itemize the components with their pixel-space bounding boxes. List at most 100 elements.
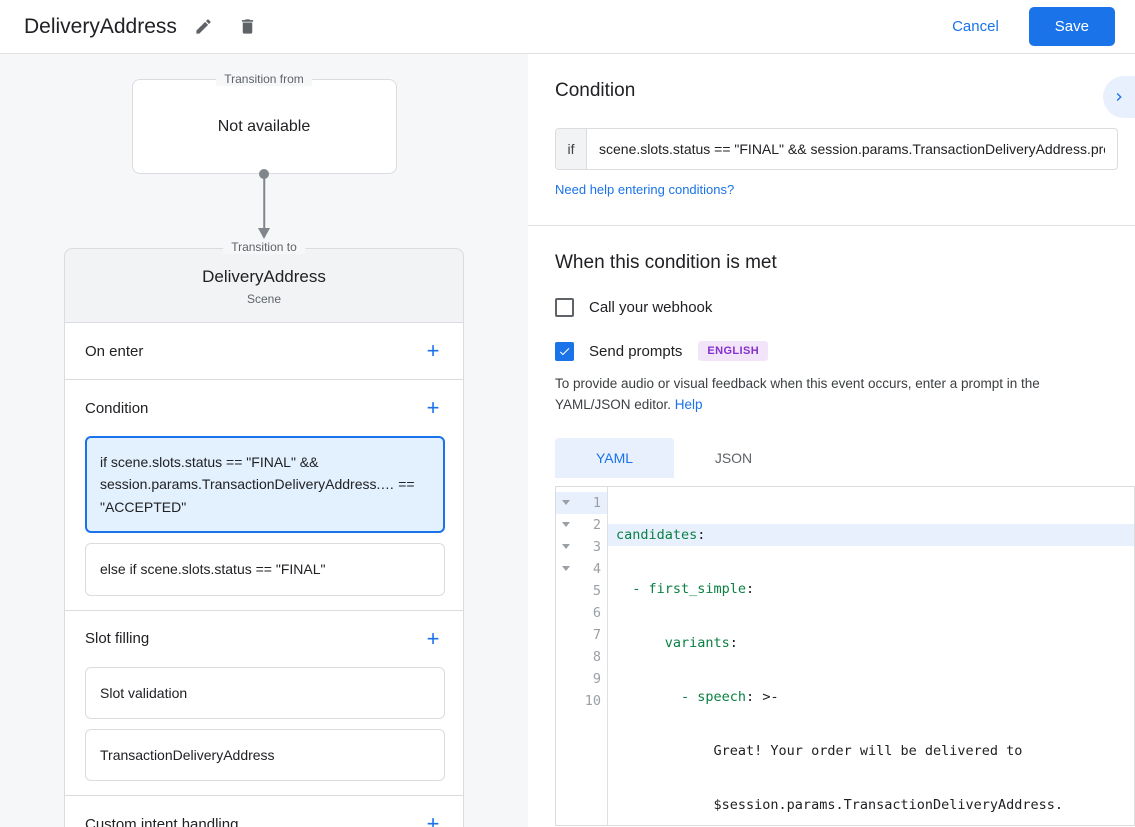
fold-arrow-icon[interactable] xyxy=(562,544,570,550)
transition-to-legend: Transition to xyxy=(223,240,305,254)
gutter-line: 1 xyxy=(556,491,607,514)
code-key: candidates xyxy=(616,526,698,543)
editor-format-tabs: YAML JSON xyxy=(555,437,1118,478)
condition-heading: Condition xyxy=(555,80,636,101)
gutter-line: 6 xyxy=(556,602,607,624)
section-header-slot-filling[interactable]: Slot filling + xyxy=(65,611,463,667)
code-value: Great! Your order will be delivered to xyxy=(616,742,1023,759)
section-custom-intent-handling: Custom intent handling + xyxy=(64,796,464,827)
chevron-right-icon xyxy=(1116,93,1122,101)
section-title-condition: Condition xyxy=(85,399,149,417)
line-number: 3 xyxy=(592,538,601,555)
main-content: Transition from Not available Transition… xyxy=(0,54,1135,827)
code-key: variants xyxy=(616,634,730,651)
code-editor[interactable]: 1 2 3 4 5 6 7 8 9 10 candidates: - first… xyxy=(555,485,1135,826)
section-header-on-enter[interactable]: On enter + xyxy=(65,323,463,379)
code-line: Great! Your order will be delivered to xyxy=(608,740,1134,762)
line-number: 8 xyxy=(592,648,601,665)
pencil-icon xyxy=(196,19,212,34)
transition-to-header[interactable]: Transition to DeliveryAddress Scene xyxy=(64,240,464,323)
line-number: 1 xyxy=(592,494,601,511)
code-key: - speech xyxy=(616,688,747,705)
gutter-line: 7 xyxy=(556,624,607,646)
transition-from-card[interactable]: Transition from Not available xyxy=(131,72,397,174)
gutter-line: 5 xyxy=(556,580,607,602)
language-badge: ENGLISH xyxy=(698,341,769,361)
cancel-button[interactable]: Cancel xyxy=(938,9,1013,44)
gutter-line: 4 xyxy=(556,558,607,580)
list-item-slot-validation[interactable]: Slot validation xyxy=(85,666,445,719)
condition-if-label: if xyxy=(556,129,587,169)
tab-json[interactable]: JSON xyxy=(714,449,753,466)
code-line: - speech: >- xyxy=(608,686,1134,708)
add-slot-filling-button[interactable]: + xyxy=(426,625,440,651)
code-sep: : xyxy=(746,580,755,597)
code-sep: : xyxy=(697,526,706,543)
line-number: 6 xyxy=(592,604,601,621)
add-condition-button[interactable]: + xyxy=(426,395,440,420)
condition-help-link[interactable]: Need help entering conditions? xyxy=(555,182,735,197)
code-line: - first_simple: xyxy=(608,578,1134,600)
transition-to-subtitle: Scene xyxy=(246,292,282,306)
transition-to-title: DeliveryAddress xyxy=(202,267,326,286)
add-custom-intent-button[interactable]: + xyxy=(426,811,440,827)
when-condition-met-heading: When this condition is met xyxy=(555,252,777,273)
edit-pencil-button[interactable] xyxy=(187,10,221,44)
code-line: $session.params.TransactionDeliveryAddre… xyxy=(608,794,1134,816)
editor-gutter: 1 2 3 4 5 6 7 8 9 10 xyxy=(556,486,608,825)
list-item-condition-else[interactable]: else if scene.slots.status == "FINAL" xyxy=(85,543,445,596)
gutter-line: 2 xyxy=(556,514,607,536)
send-prompts-row[interactable]: Send prompts ENGLISH xyxy=(555,341,1118,361)
section-body-slot-filling: Slot validation TransactionDeliveryAddre… xyxy=(65,666,463,796)
section-title-slot-filling: Slot filling xyxy=(85,630,150,648)
trash-icon xyxy=(242,19,254,34)
condition-field-row: if xyxy=(555,128,1118,170)
section-body-condition: if scene.slots.status == "FINAL" && sess… xyxy=(65,436,463,610)
line-number: 7 xyxy=(592,626,601,643)
list-item-condition-selected[interactable]: if scene.slots.status == "FINAL" && sess… xyxy=(85,436,445,534)
right-detail-panel: Condition if Need help entering conditio… xyxy=(528,54,1135,827)
panel-divider xyxy=(528,225,1135,226)
gutter-line: 3 xyxy=(556,536,607,558)
send-prompts-label: Send prompts xyxy=(589,342,683,360)
gutter-line: 9 xyxy=(556,668,607,690)
line-number: 5 xyxy=(592,582,601,599)
editor-code-area[interactable]: candidates: - first_simple: variants: - … xyxy=(608,487,1134,825)
send-prompts-checkbox[interactable] xyxy=(555,341,574,361)
condition-block: Condition if Need help entering conditio… xyxy=(528,54,1135,199)
line-number: 9 xyxy=(592,670,601,687)
list-item-transaction-delivery-address[interactable]: TransactionDeliveryAddress xyxy=(85,728,445,782)
code-sep: : xyxy=(746,688,755,705)
transition-graph: Transition from Not available Transition… xyxy=(0,54,528,827)
call-webhook-checkbox[interactable] xyxy=(555,298,574,317)
transition-to-card: Transition to DeliveryAddress Scene On e… xyxy=(64,240,464,827)
page-title: DeliveryAddress xyxy=(24,14,177,38)
section-title-custom-intent: Custom intent handling xyxy=(85,815,239,827)
gutter-line: 8 xyxy=(556,646,607,668)
section-header-condition[interactable]: Condition + xyxy=(65,380,463,436)
prompts-help-link[interactable]: Help xyxy=(674,396,703,412)
expand-panel-button[interactable] xyxy=(1103,76,1135,118)
checkmark-icon xyxy=(559,347,570,355)
transition-from-value: Not available xyxy=(217,117,311,135)
webhook-row[interactable]: Call your webhook xyxy=(555,298,1118,317)
code-key: - first_simple xyxy=(616,580,747,597)
save-button[interactable]: Save xyxy=(1028,7,1115,46)
delete-trash-button[interactable] xyxy=(231,10,265,44)
left-graph-panel: Transition from Not available Transition… xyxy=(0,54,528,827)
line-number: 10 xyxy=(584,692,601,709)
tab-yaml[interactable]: YAML xyxy=(555,437,674,478)
add-on-enter-button[interactable]: + xyxy=(426,338,440,363)
section-condition: Condition + if scene.slots.status == "FI… xyxy=(64,380,464,611)
prompts-hint-body: To provide audio or visual feedback when… xyxy=(555,376,1040,412)
condition-input[interactable] xyxy=(587,129,1117,169)
gutter-line: 10 xyxy=(556,690,607,712)
fold-arrow-icon[interactable] xyxy=(562,500,570,506)
fold-arrow-icon[interactable] xyxy=(562,566,570,572)
section-header-custom-intent[interactable]: Custom intent handling + xyxy=(65,796,463,827)
line-number: 4 xyxy=(592,560,601,577)
top-toolbar: DeliveryAddress Cancel Save xyxy=(0,0,1135,54)
fold-arrow-icon[interactable] xyxy=(562,522,570,528)
section-title-on-enter: On enter xyxy=(85,342,144,360)
graph-connector xyxy=(0,169,528,248)
